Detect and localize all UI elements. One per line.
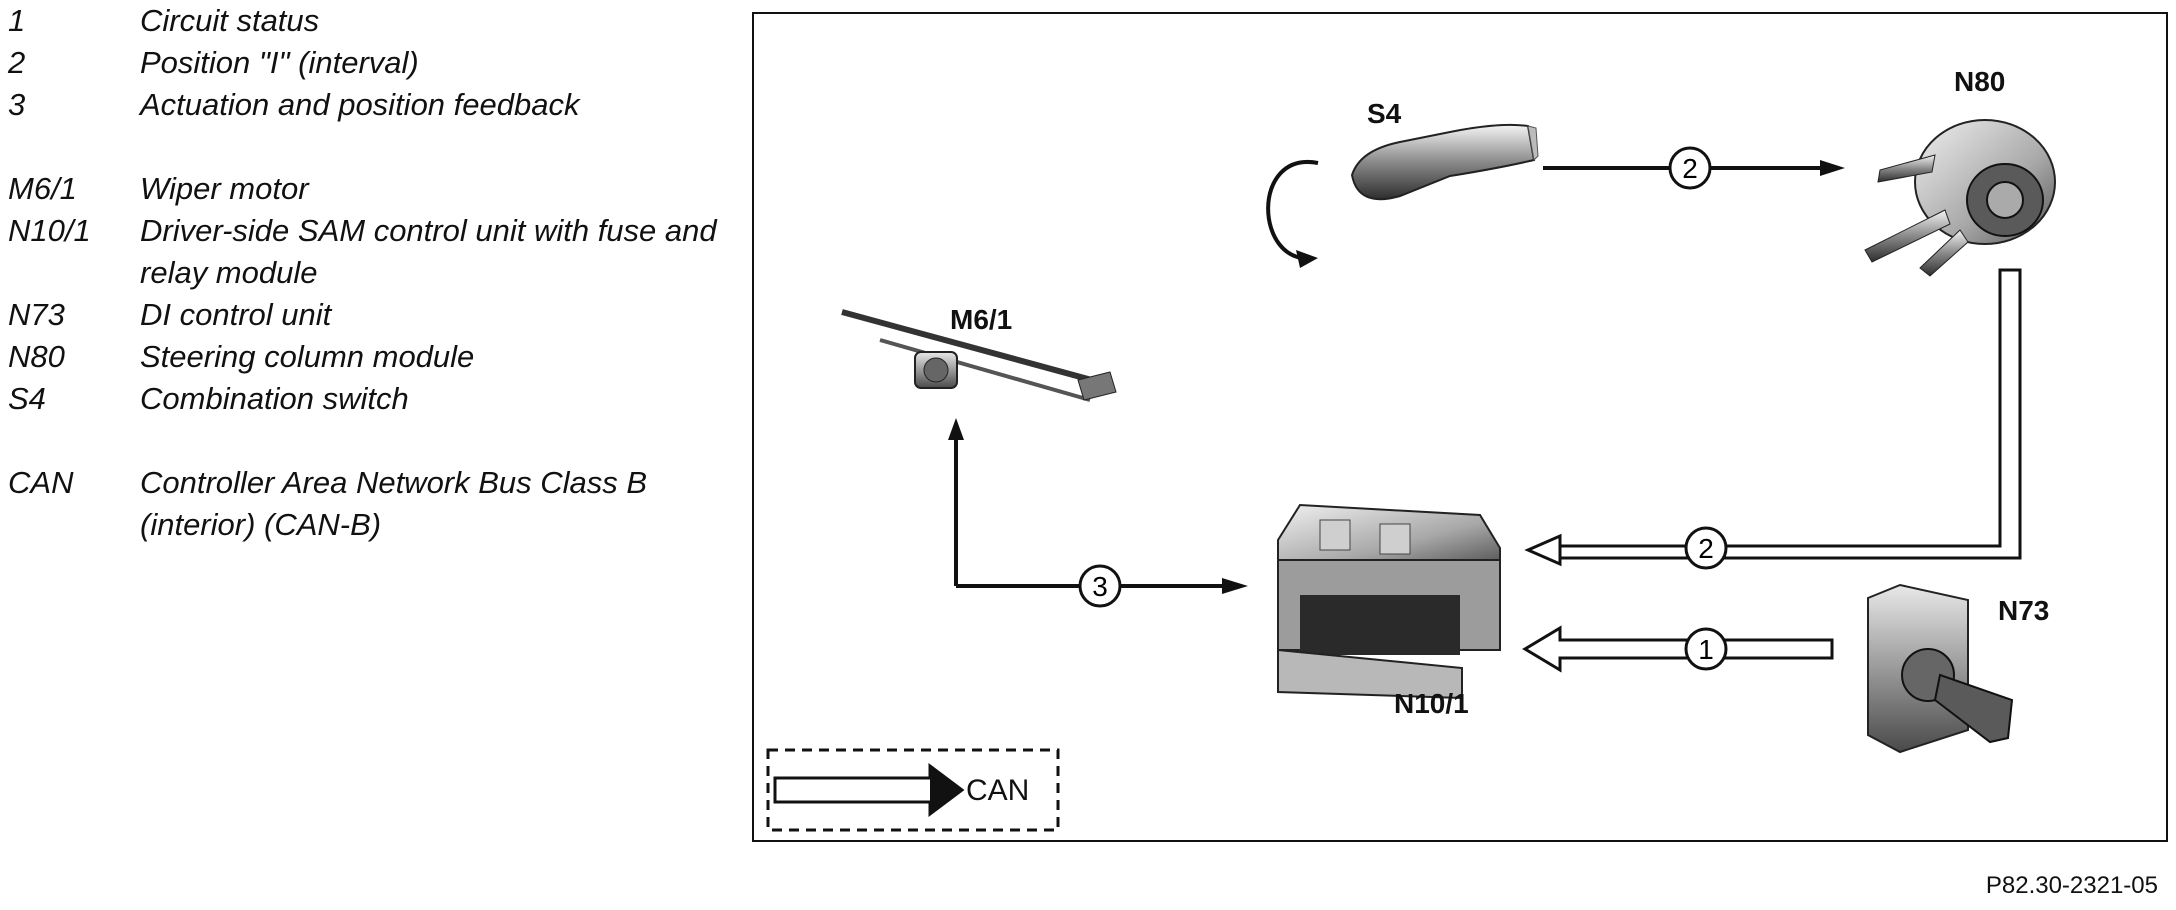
legend-code: S4 xyxy=(8,381,46,416)
flow-marker-label: 2 xyxy=(1682,153,1698,184)
legend-code: 3 xyxy=(8,87,26,122)
legend-row-can: CAN Controller Area Network Bus Class B … xyxy=(8,462,748,546)
legend-row-m6-1: M6/1 Wiper motor xyxy=(8,168,748,210)
legend-desc: Driver-side SAM control unit with fuse a… xyxy=(140,213,717,290)
label-m6-1: M6/1 xyxy=(950,304,1013,335)
legend-code: N73 xyxy=(8,297,65,332)
legend-code: M6/1 xyxy=(8,171,77,206)
legend-desc: Position "I" (interval) xyxy=(140,45,419,80)
ignition-switch-icon xyxy=(1867,583,2014,754)
legend-row-3: 3 Actuation and position feedback xyxy=(8,84,748,126)
legend-desc: DI control unit xyxy=(140,297,332,332)
legend-desc: Wiper motor xyxy=(140,171,309,206)
s4-rotation-icon xyxy=(1266,160,1319,268)
flow-marker-circle xyxy=(1668,146,1712,190)
combination-switch-icon xyxy=(1350,123,1539,201)
label-n10-1: N10/1 xyxy=(1394,688,1469,719)
sam-control-unit-icon xyxy=(1277,503,1501,700)
legend-desc: Controller Area Network Bus Class B (int… xyxy=(140,465,648,542)
legend-desc: Circuit status xyxy=(140,3,320,38)
can-legend-label: CAN xyxy=(966,774,1030,807)
flow-marker-label: 3 xyxy=(1092,571,1108,602)
legend-code: N10/1 xyxy=(8,213,91,248)
figure-reference: P82.30-2321-05 xyxy=(1985,872,2158,899)
flow-marker-circle xyxy=(1078,564,1122,608)
legend-desc: Steering column module xyxy=(140,339,475,374)
legend-row-n73: N73 DI control unit xyxy=(8,294,748,336)
flow-marker-circle xyxy=(1684,526,1728,570)
flow-marker-circle xyxy=(1684,627,1728,671)
legend-code: CAN xyxy=(8,465,74,500)
legend-row-n10-1: N10/1 Driver-side SAM control unit with … xyxy=(8,210,748,294)
legend-code: N80 xyxy=(8,339,65,374)
flow-marker-label: 1 xyxy=(1698,634,1714,665)
legend-row-2: 2 Position "I" (interval) xyxy=(8,42,748,84)
legend-desc: Combination switch xyxy=(140,381,409,416)
diagram-frame xyxy=(752,12,2168,842)
can-arrow-n73-to-n10-1 xyxy=(1522,625,1834,673)
legend-row-s4: S4 Combination switch xyxy=(8,378,748,420)
legend-code: 2 xyxy=(8,45,26,80)
wiper-motor-icon xyxy=(841,309,1117,402)
label-n80: N80 xyxy=(1954,66,2006,97)
legend-row-n80: N80 Steering column module xyxy=(8,336,748,378)
can-arrow-n80-to-n10-1 xyxy=(1524,268,2022,567)
legend-desc: Actuation and position feedback xyxy=(140,87,580,122)
steering-column-module-icon xyxy=(1864,119,2056,277)
label-n73: N73 xyxy=(1998,595,2050,626)
legend: 1 Circuit status 2 Position "I" (interva… xyxy=(8,0,748,546)
label-s4: S4 xyxy=(1367,98,1402,129)
flow-marker-label: 2 xyxy=(1698,533,1714,564)
legend-row-1: 1 Circuit status xyxy=(8,0,748,42)
can-legend-box xyxy=(766,748,1060,832)
legend-code: 1 xyxy=(8,3,26,38)
